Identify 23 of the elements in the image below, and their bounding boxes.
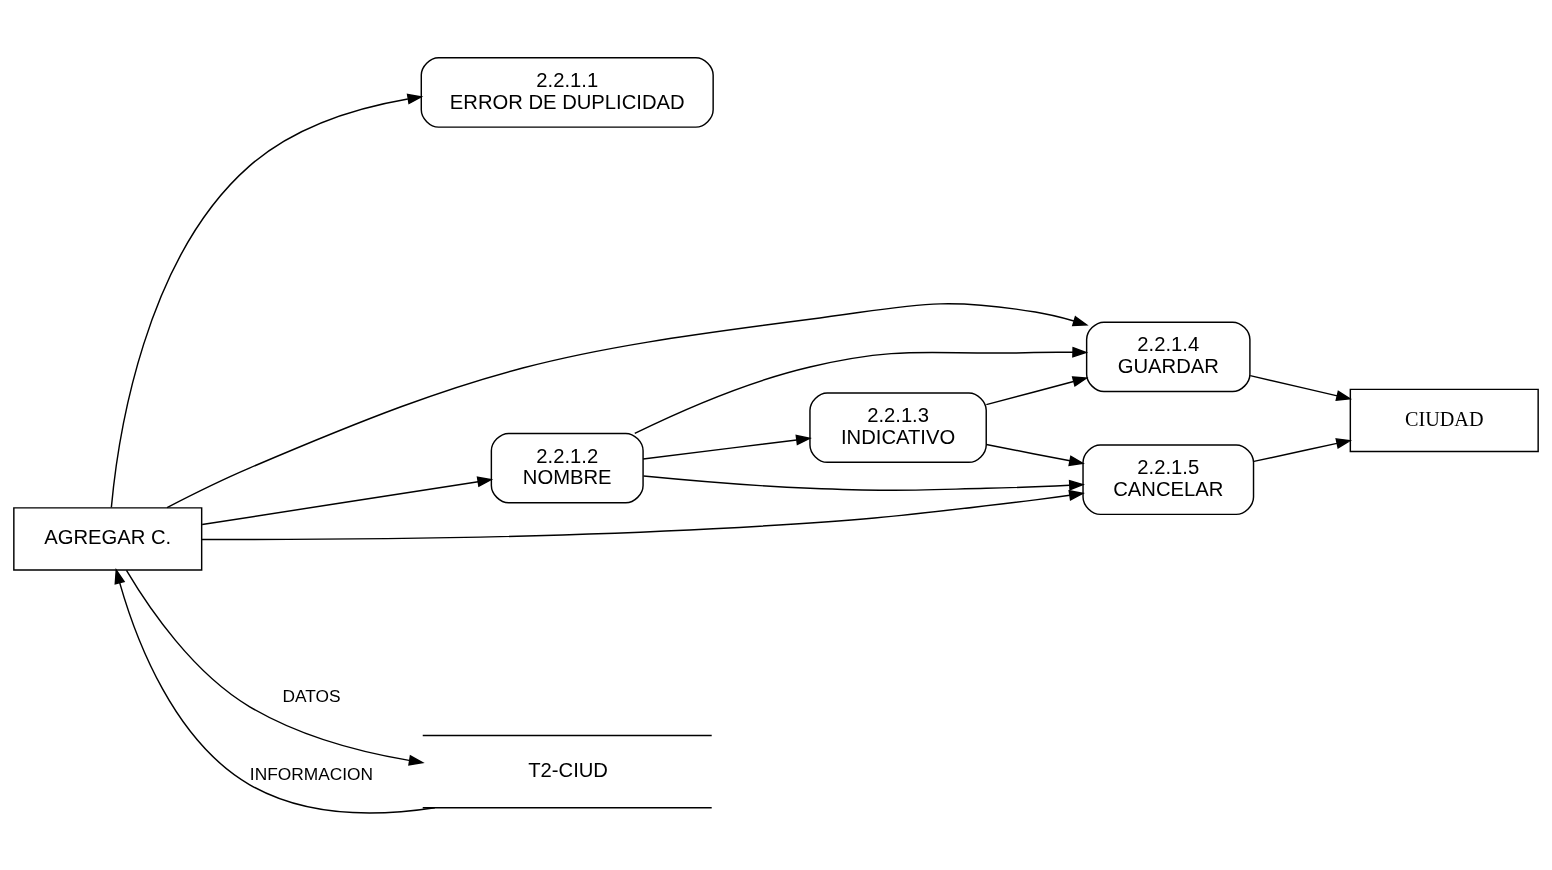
edge-label: INFORMACION (249, 763, 374, 784)
node-box: 2.2.1.2 NOMBRE (490, 432, 644, 503)
node-text: T2-CIUD (528, 758, 608, 781)
arrow (634, 346, 1089, 434)
arrow (985, 375, 1089, 405)
arrow (201, 489, 1085, 540)
arrow (985, 443, 1085, 466)
arrow (642, 474, 1085, 491)
arrow (166, 302, 1089, 508)
arrow (125, 569, 425, 766)
arrow (110, 93, 424, 508)
arrow (201, 475, 494, 525)
node-box: AGREGAR C. (13, 506, 203, 571)
arrow (1249, 374, 1353, 401)
node-box: 2.2.1.3 INDICATIVO (809, 391, 987, 463)
arrow (1253, 437, 1352, 462)
node-box: 2.2.1.4 GUARDAR (1085, 320, 1251, 392)
arrow (642, 434, 812, 460)
node-box: 2.2.1.5 CANCELAR (1082, 443, 1255, 515)
arrow (114, 567, 436, 814)
node-box: 2.2.1.1 ERROR DE DUPLICIDAD (420, 56, 714, 128)
node-box: CIUDAD (1349, 388, 1539, 452)
edge-label: DATOS (282, 685, 341, 706)
